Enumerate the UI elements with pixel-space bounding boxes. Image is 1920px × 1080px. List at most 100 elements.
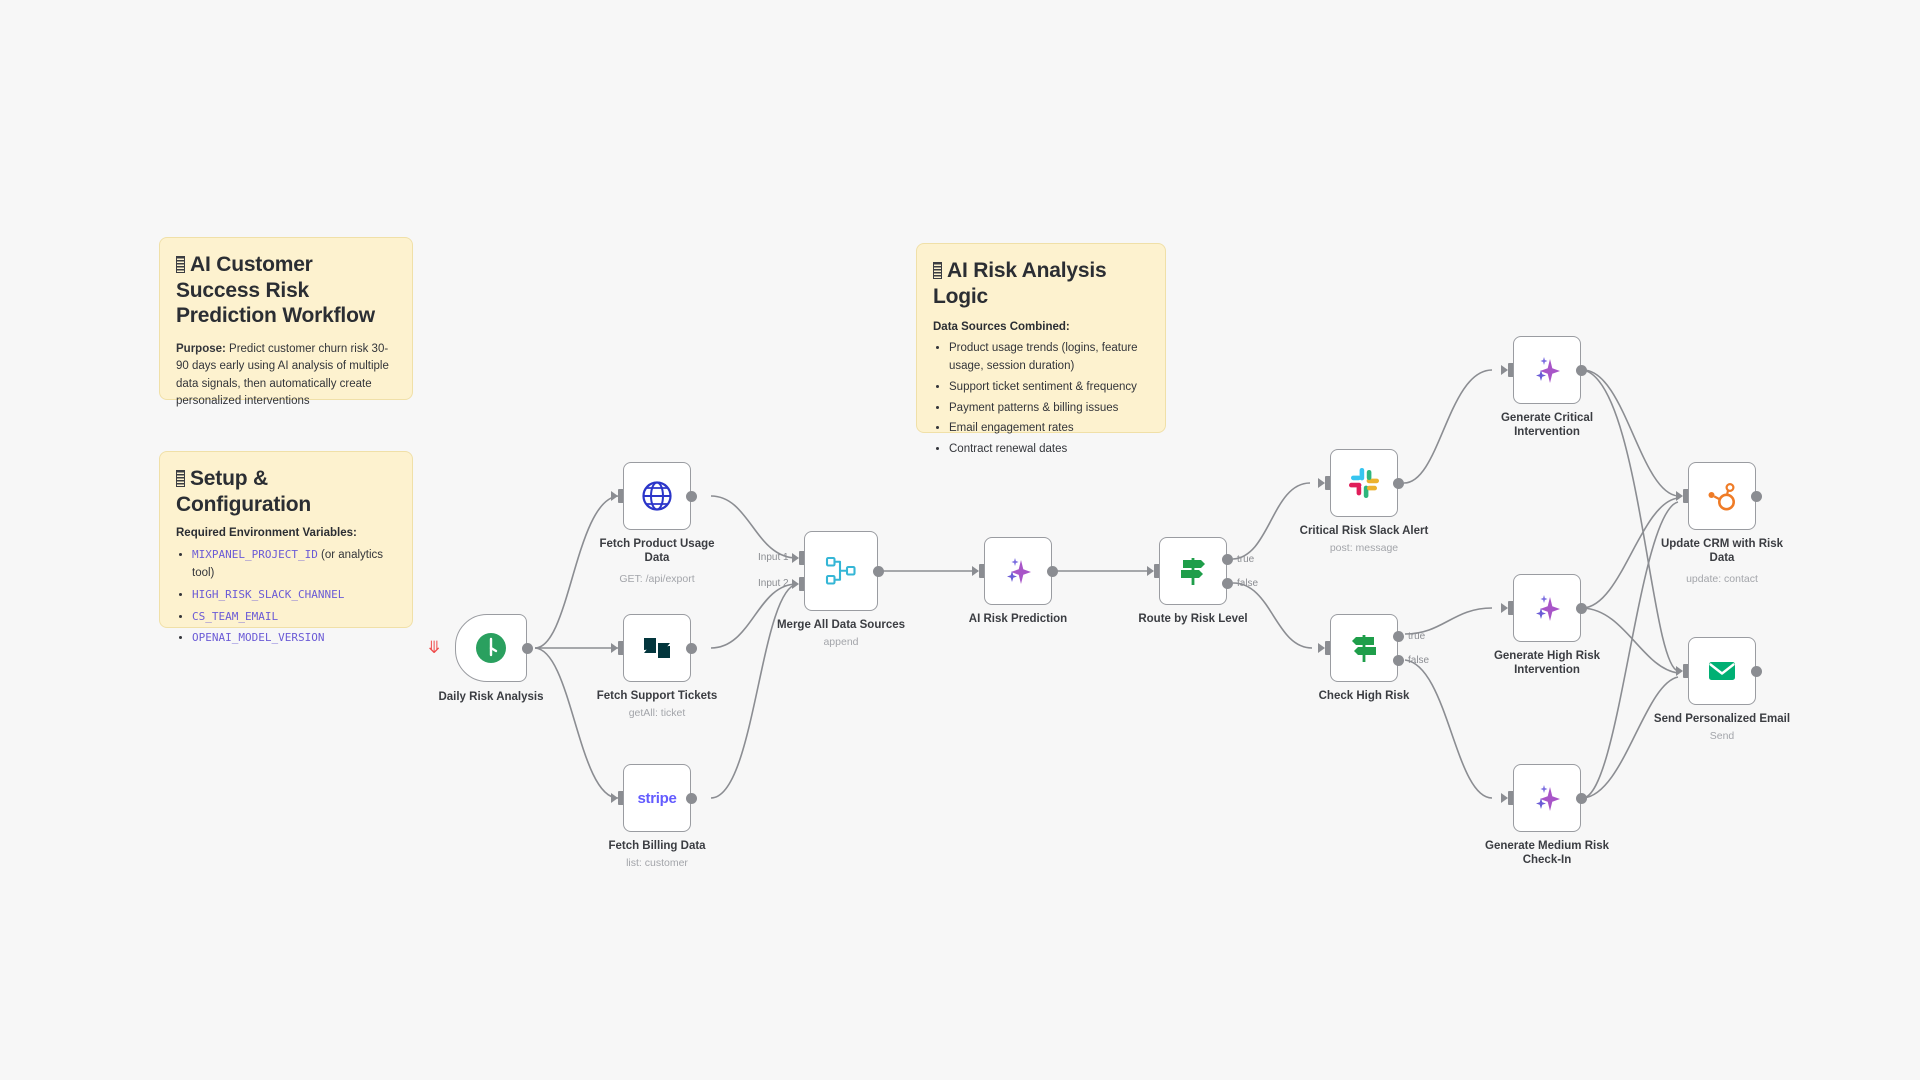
sticky-title: Setup & Configuration: [176, 467, 312, 516]
sticky-body: Purpose: Predict customer churn risk 30-…: [176, 341, 396, 411]
output-port-false[interactable]: [1222, 578, 1233, 589]
node-body[interactable]: [1513, 574, 1581, 642]
input-arrow: [1501, 603, 1508, 613]
output-port-true[interactable]: [1393, 631, 1404, 642]
input-port[interactable]: [618, 489, 624, 503]
node-fetch-product-usage-data[interactable]: Fetch Product Usage Data GET: /api/expor…: [599, 462, 715, 585]
node-critical-risk-slack-alert[interactable]: Critical Risk Slack Alert post: message: [1300, 449, 1428, 554]
node-ai-risk-prediction[interactable]: AI Risk Prediction: [969, 537, 1067, 625]
node-sublabel: GET: /api/export: [619, 573, 695, 585]
note-glyph-icon: [933, 262, 942, 279]
output-port[interactable]: [686, 491, 697, 502]
output-port-true[interactable]: [1222, 554, 1233, 565]
node-generate-critical-intervention[interactable]: Generate Critical Intervention: [1501, 336, 1593, 438]
note-glyph-icon: [176, 256, 185, 273]
input-arrow: [1501, 793, 1508, 803]
output-port[interactable]: [1576, 365, 1587, 376]
sticky-note-ai-risk-analysis-logic[interactable]: AI Risk Analysis Logic Data Sources Comb…: [916, 243, 1166, 455]
node-route-by-risk-level[interactable]: true false Route by Risk Level: [1138, 537, 1258, 625]
sticky-title: AI Customer Success Risk Prediction Work…: [176, 253, 375, 328]
output-port[interactable]: [522, 643, 533, 654]
node-body[interactable]: stripe: [623, 764, 691, 832]
node-body[interactable]: [984, 537, 1052, 605]
node-body[interactable]: [455, 614, 527, 682]
output-port[interactable]: [1047, 566, 1058, 577]
input-1-label: Input 1: [758, 552, 789, 563]
list-item: HIGH_RISK_SLACK_CHANNEL: [192, 586, 396, 605]
input-arrow: [1676, 666, 1683, 676]
output-port[interactable]: [1576, 793, 1587, 804]
output-port[interactable]: [1751, 491, 1762, 502]
node-sublabel: getAll: ticket: [628, 707, 686, 719]
input-port[interactable]: [1683, 489, 1689, 503]
node-sublabel: post: message: [1329, 542, 1399, 554]
node-body[interactable]: [1330, 449, 1398, 517]
node-body[interactable]: [1513, 336, 1581, 404]
input-arrow-2: [792, 579, 799, 589]
node-body[interactable]: [804, 531, 878, 611]
output-port[interactable]: [1751, 666, 1762, 677]
output-port[interactable]: [1393, 478, 1404, 489]
input-port-1[interactable]: [799, 551, 805, 565]
node-body[interactable]: [623, 462, 691, 530]
input-port[interactable]: [1508, 791, 1514, 805]
input-port[interactable]: [1508, 363, 1514, 377]
output-port[interactable]: [873, 566, 884, 577]
input-port[interactable]: [1325, 641, 1331, 655]
node-body[interactable]: [1513, 764, 1581, 832]
output-port-false[interactable]: [1393, 655, 1404, 666]
input-port[interactable]: [1508, 601, 1514, 615]
email-envelope-icon: [1709, 662, 1735, 680]
output-port[interactable]: [686, 793, 697, 804]
input-port[interactable]: [979, 564, 985, 578]
data-sources-list: Product usage trends (logins, feature us…: [933, 340, 1149, 459]
input-port[interactable]: [1683, 664, 1689, 678]
ai-sparkle-icon: [1536, 357, 1560, 383]
node-body[interactable]: [1330, 614, 1398, 682]
input-arrow: [611, 643, 618, 653]
node-body[interactable]: [1688, 462, 1756, 530]
input-arrow: [611, 491, 618, 501]
node-daily-risk-analysis[interactable]: ⤋ Daily Risk Analysis: [427, 614, 544, 703]
list-item: OPENAI_MODEL_VERSION: [192, 629, 396, 648]
ai-sparkle-icon: [1536, 785, 1560, 811]
node-check-high-risk[interactable]: true false Check High Risk: [1318, 614, 1429, 702]
list-item: Contract renewal dates: [949, 441, 1149, 459]
input-port[interactable]: [618, 641, 624, 655]
node-label: Send Personalized Email: [1653, 713, 1791, 725]
list-item: Payment patterns & billing issues: [949, 400, 1149, 418]
node-generate-medium-risk-check-in[interactable]: Generate Medium Risk Check-In: [1485, 764, 1609, 866]
node-sublabel: update: contact: [1686, 573, 1758, 585]
output-port[interactable]: [686, 643, 697, 654]
input-arrow: [972, 566, 979, 576]
sticky-note-setup-configuration[interactable]: Setup & Configuration Required Environme…: [159, 451, 413, 644]
node-body[interactable]: [1159, 537, 1227, 605]
input-port[interactable]: [1154, 564, 1160, 578]
input-arrow: [1318, 478, 1325, 488]
input-arrow: [1318, 643, 1325, 653]
node-label: Generate Medium Risk Check-In: [1485, 840, 1609, 867]
schedule-clock-icon: [476, 633, 506, 663]
node-label: Merge All Data Sources: [776, 619, 906, 631]
input-port[interactable]: [1325, 476, 1331, 490]
node-send-personalized-email[interactable]: Send Personalized Email Send: [1654, 637, 1790, 742]
globe-icon: [642, 481, 672, 511]
node-update-crm-with-risk-data[interactable]: Update CRM with Risk Data update: contac…: [1661, 462, 1783, 585]
node-label: Route by Risk Level: [1138, 613, 1248, 625]
node-fetch-support-tickets[interactable]: Fetch Support Tickets getAll: ticket: [597, 614, 717, 719]
node-label: Fetch Product Usage Data: [599, 538, 715, 565]
node-body[interactable]: [623, 614, 691, 682]
list-item: MIXPANEL_PROJECT_ID (or analytics tool): [192, 546, 396, 583]
input-port[interactable]: [618, 791, 624, 805]
node-fetch-billing-data[interactable]: stripe Fetch Billing Data list: customer: [608, 764, 706, 869]
sticky-note-workflow-overview[interactable]: AI Customer Success Risk Prediction Work…: [159, 237, 413, 407]
input-port-2[interactable]: [799, 577, 805, 591]
slack-icon: [1349, 468, 1379, 498]
node-merge-all-data-sources[interactable]: Input 1 Input 2 Merge All Data Sources a…: [758, 531, 905, 648]
purpose-text: Predict customer churn risk 30-90 days e…: [176, 342, 389, 408]
node-body[interactable]: [1688, 637, 1756, 705]
output-port[interactable]: [1576, 603, 1587, 614]
list-item: Product usage trends (logins, feature us…: [949, 340, 1149, 376]
node-generate-high-risk-intervention[interactable]: Generate High Risk Intervention: [1494, 574, 1600, 676]
